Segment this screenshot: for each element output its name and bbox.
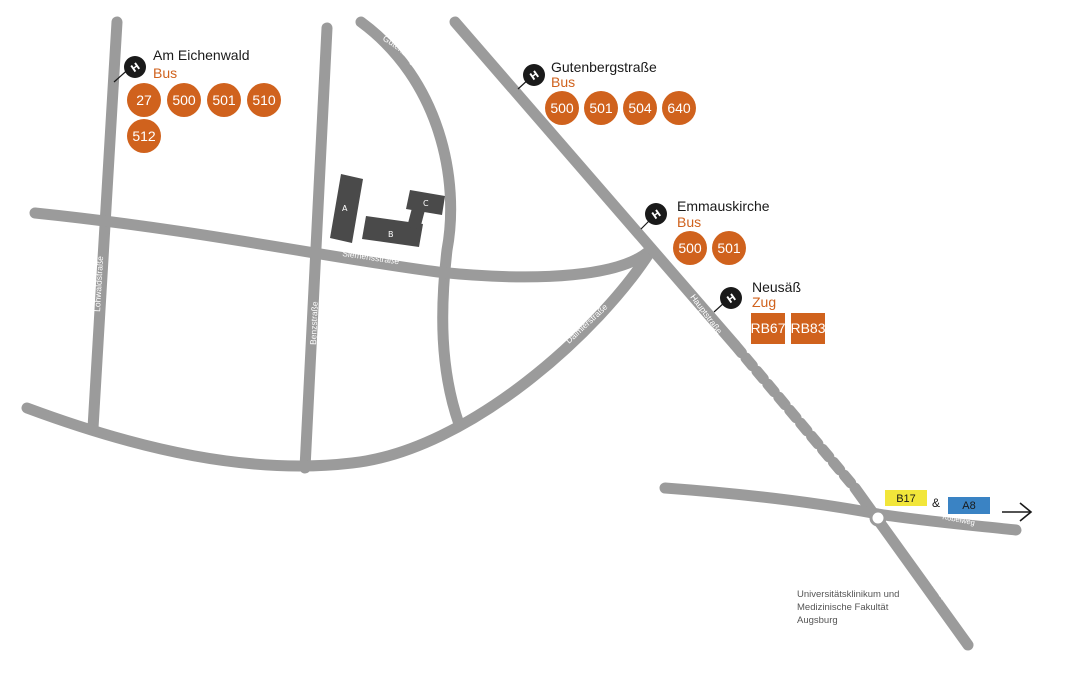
line-badge-510[interactable]: 510: [247, 83, 281, 117]
arrow-right-icon: [1002, 502, 1033, 522]
a8-label: A8: [962, 500, 975, 512]
svg-text:500: 500: [172, 92, 196, 108]
roads: [21, 16, 1022, 651]
destination-line-1: Universitätsklinikum und: [797, 589, 899, 600]
line-badge-501[interactable]: 501: [712, 231, 746, 265]
svg-text:640: 640: [667, 100, 691, 116]
stop-type: Bus: [677, 214, 701, 230]
road-hauptstrasse-tunnel: [729, 339, 861, 494]
svg-text:500: 500: [550, 100, 574, 116]
building-a: [330, 174, 363, 243]
destination-address: Universitätsklinikum und Medizinische Fa…: [797, 589, 899, 626]
line-badge-rb83[interactable]: RB83: [790, 313, 826, 344]
stop-neusaess[interactable]: H Neusäß Zug RB67 RB83: [713, 279, 826, 344]
svg-text:501: 501: [212, 92, 236, 108]
b17-label: B17: [896, 493, 916, 505]
bus-stop-icon: [124, 56, 146, 78]
destination-line-2: Medizinische Fakultät: [797, 602, 889, 613]
a8-badge: [948, 497, 990, 514]
svg-text:510: 510: [252, 92, 276, 108]
stop-name: Emmauskirche: [677, 198, 770, 214]
building-a-label: A: [342, 204, 348, 213]
line-badge-501[interactable]: 501: [584, 91, 618, 125]
label-hauptstrasse: Hauptstraße: [688, 292, 724, 336]
bus-stop-icon: [645, 203, 667, 225]
stop-type: Bus: [551, 74, 575, 90]
svg-text:504: 504: [628, 100, 652, 116]
svg-text:501: 501: [717, 240, 741, 256]
road-gutenbergstrasse: [355, 16, 465, 430]
roundabout: [869, 509, 887, 527]
svg-text:27: 27: [136, 92, 152, 108]
stop-type: Zug: [752, 294, 776, 310]
label-lohwaldstrasse: Lohwaldstraße: [92, 256, 105, 313]
building-c: [406, 190, 445, 215]
road-siemensstrasse: [29, 207, 654, 283]
building-b: [362, 216, 423, 247]
line-badge-640[interactable]: 640: [662, 91, 696, 125]
svg-text:501: 501: [589, 100, 613, 116]
line-badge-500[interactable]: 500: [167, 83, 201, 117]
stop-type: Bus: [153, 65, 177, 81]
b17-badge: [885, 490, 927, 506]
label-daimlerstrasse: Daimlerstraße: [564, 302, 610, 346]
line-badge-501[interactable]: 501: [207, 83, 241, 117]
svg-text:500: 500: [678, 240, 702, 256]
stop-name: Gutenbergstraße: [551, 59, 657, 75]
building-c-label: C: [423, 199, 429, 208]
bus-stop-icon: [523, 64, 545, 86]
buildings: A B C: [330, 174, 445, 247]
line-badge-512[interactable]: 512: [127, 119, 161, 153]
line-badge-500[interactable]: 500: [545, 91, 579, 125]
line-badge-27[interactable]: 27: [127, 83, 161, 117]
building-b-label: B: [388, 230, 394, 239]
svg-text:RB83: RB83: [790, 320, 825, 336]
highway-connection: B17 & A8: [885, 490, 1033, 522]
road-hauptstrasse: [449, 16, 741, 351]
line-badge-500[interactable]: 500: [673, 231, 707, 265]
stop-name: Neusäß: [752, 279, 801, 295]
stop-emmauskirche[interactable]: H Emmauskirche Bus 500 501: [640, 198, 770, 265]
building-c-connector: [407, 208, 425, 229]
road-southern-loop: [21, 246, 656, 472]
ampersand: &: [932, 496, 940, 510]
train-stop-icon: [720, 287, 742, 309]
line-badge-504[interactable]: 504: [623, 91, 657, 125]
stop-gutenbergstrasse[interactable]: H Gutenbergstraße Bus 500 501 504 640: [517, 59, 696, 125]
stop-am-eichenwald[interactable]: H Am Eichenwald Bus 27 500 501 510 512: [113, 47, 281, 153]
svg-text:512: 512: [132, 128, 156, 144]
svg-text:RB67: RB67: [750, 320, 785, 336]
label-benzstrasse: Benzstraße: [308, 301, 320, 345]
line-badge-rb67[interactable]: RB67: [750, 313, 786, 344]
stop-name: Am Eichenwald: [153, 47, 250, 63]
destination-line-3: Augsburg: [797, 615, 838, 626]
